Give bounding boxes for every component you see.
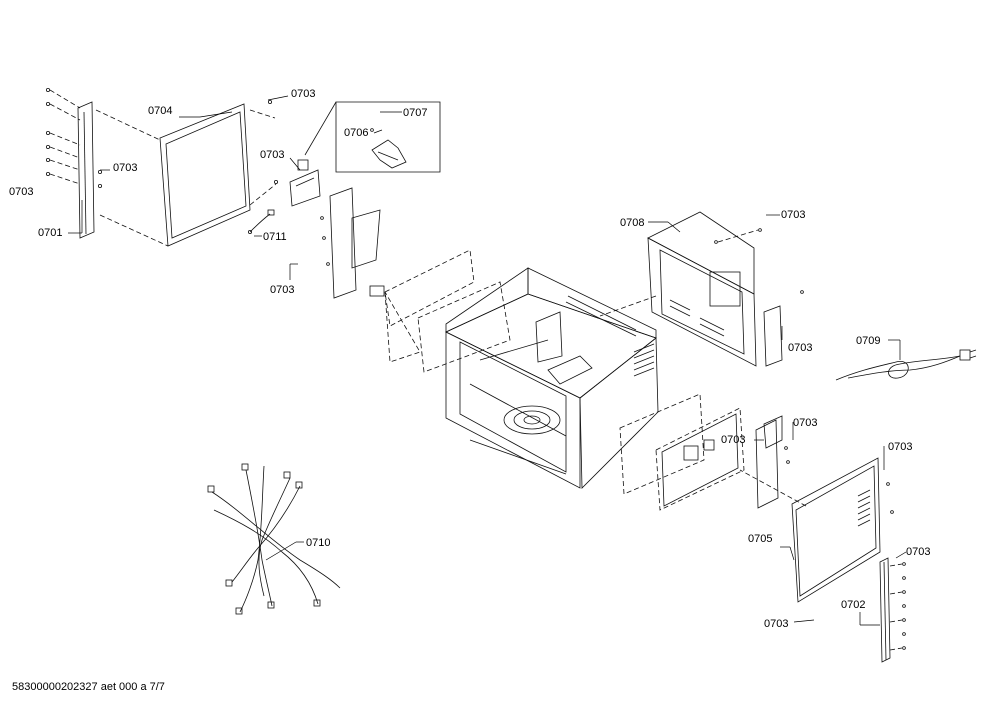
label-0706: 0706	[344, 127, 368, 139]
part-left-rail-0701	[46, 88, 103, 239]
part-wire-0711	[247, 209, 275, 234]
part-power-cord-0709	[835, 349, 977, 381]
part-left-side-panel-0704	[95, 100, 278, 247]
label-0703-inner-bracket: 0703	[270, 284, 294, 296]
label-0703-far-left: 0703	[9, 186, 33, 198]
label-0709: 0709	[856, 335, 880, 347]
part-right-bracket	[755, 415, 790, 509]
label-0703-right-rail: 0703	[906, 546, 930, 558]
label-0703-top: 0703	[291, 88, 315, 100]
part-right-side-panel-0705	[739, 457, 894, 603]
label-0702: 0702	[841, 599, 865, 611]
label-0701: 0701	[38, 227, 62, 239]
part-main-cavity	[445, 267, 659, 489]
label-0711: 0711	[263, 231, 287, 243]
label-0703-bracket: 0703	[260, 149, 284, 161]
label-0703-right-panel: 0703	[888, 441, 912, 453]
part-control-board	[661, 413, 739, 507]
part-rear-insulation-panel	[384, 249, 511, 373]
label-0703-right-bracket: 0703	[793, 417, 817, 429]
part-rear-housing-0708	[599, 211, 804, 367]
label-0703-board: 0703	[721, 434, 745, 446]
part-front-insulation-panel	[619, 393, 745, 511]
label-0703-bottom: 0703	[764, 618, 788, 630]
part-inset-box	[304, 101, 441, 173]
leader-lines	[68, 95, 907, 626]
part-inner-bracket	[320, 187, 385, 299]
part-wire-harness-0710	[207, 463, 341, 615]
label-0703-rear: 0703	[781, 209, 805, 221]
part-labels: 0704 0703 0703 0703 0701 0703 0707 0706 …	[9, 88, 930, 630]
label-0703-left-rail: 0703	[113, 162, 137, 174]
diagram-code: 58300000202327 aet 000 a 7/7	[12, 681, 165, 693]
label-0707: 0707	[403, 107, 427, 119]
part-hinge-bracket	[289, 159, 321, 207]
label-0705: 0705	[748, 533, 772, 545]
label-0708: 0708	[620, 217, 644, 229]
label-0703-rear-bracket: 0703	[788, 342, 812, 354]
label-0710: 0710	[306, 537, 330, 549]
part-right-rail-0702	[879, 557, 906, 663]
label-0704: 0704	[148, 105, 172, 117]
